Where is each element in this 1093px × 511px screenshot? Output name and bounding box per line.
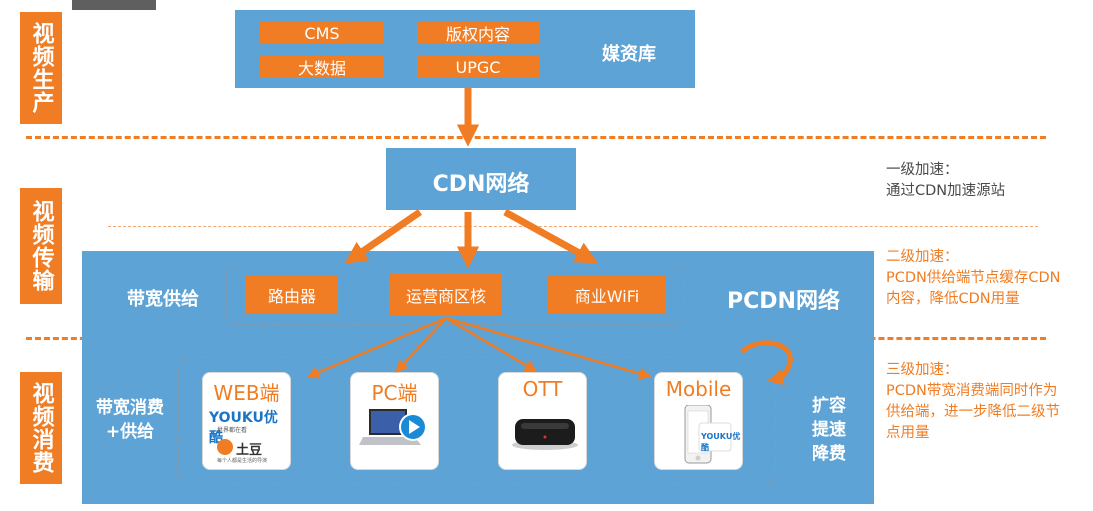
stage-label-transmission: 视频传输 bbox=[20, 188, 62, 304]
arrow-core-to-mobile bbox=[445, 316, 652, 380]
level-divider bbox=[108, 226, 1038, 227]
arrow-core-to-ott bbox=[445, 316, 538, 372]
stage-divider-1 bbox=[26, 136, 1046, 139]
media-item-cms: CMS bbox=[260, 22, 384, 44]
expansion-label: 扩容 提速 降费 bbox=[812, 394, 846, 466]
cdn-panel: CDN网络 bbox=[386, 148, 576, 210]
device-pc: PC端 bbox=[350, 372, 439, 470]
note-level1: 一级加速： 通过CDN加速源站 bbox=[886, 162, 1006, 199]
mobile-youku-logo: YOUKU优酷 bbox=[701, 432, 741, 452]
stage-label-consumption: 视频消费 bbox=[20, 372, 62, 484]
arrow-core-to-web bbox=[306, 316, 447, 379]
tudou-slogan: 每个人都是生活的导演 bbox=[217, 458, 268, 464]
bandwidth-consume-label: 带宽消费 +供给 bbox=[90, 396, 170, 444]
arrow-core-to-pc bbox=[395, 317, 447, 373]
node-router: 路由器 bbox=[246, 276, 338, 314]
media-item-copyright: 版权内容 bbox=[417, 22, 539, 44]
device-mobile: Mobile YOUKU优酷 bbox=[654, 372, 743, 470]
top-decoration-bar bbox=[72, 0, 156, 10]
tudou-icon bbox=[217, 439, 233, 455]
tudou-logo: 土豆 bbox=[236, 443, 263, 458]
device-web-label: WEB端 bbox=[213, 381, 280, 405]
media-library-panel: CMS 版权内容 大数据 UPGC 媒资库 bbox=[235, 10, 695, 88]
bandwidth-supply-label: 带宽供给 bbox=[127, 289, 199, 310]
note-level3: 三级加速： PCDN带宽消费端同时作为 供给端，进一步降低二级节 点用量 bbox=[886, 362, 1060, 441]
media-library-label: 媒资库 bbox=[602, 44, 656, 65]
expansion-line3: 降费 bbox=[812, 444, 846, 464]
device-pc-label: PC端 bbox=[371, 381, 418, 405]
consume-label-line2: +供给 bbox=[105, 422, 155, 442]
node-carrier-core: 运营商区核 bbox=[390, 274, 502, 316]
stage-label-production: 视频生产 bbox=[20, 12, 62, 124]
note-level2: 二级加速： PCDN供给端节点缓存CDN 内容，降低CDN用量 bbox=[886, 249, 1061, 307]
tv-box-icon bbox=[512, 419, 578, 450]
cdn-label: CDN网络 bbox=[432, 172, 530, 197]
consume-label-line1: 带宽消费 bbox=[96, 398, 164, 418]
consumer-device-group bbox=[178, 357, 776, 484]
loop-arrow bbox=[740, 340, 793, 386]
laptop-icon bbox=[359, 409, 427, 445]
device-mobile-label: Mobile bbox=[665, 377, 732, 401]
arrow-cdn-to-router bbox=[344, 209, 422, 264]
device-ott: OTT bbox=[498, 372, 587, 470]
media-item-upgc: UPGC bbox=[417, 56, 539, 78]
device-ott-label: OTT bbox=[522, 377, 563, 401]
phone-icon bbox=[684, 405, 732, 464]
node-business-wifi: 商业WiFi bbox=[548, 276, 666, 314]
expansion-line1: 扩容 bbox=[812, 396, 846, 416]
youku-slogan: 世界都在看 bbox=[217, 427, 248, 434]
arrow-cdn-to-wifi bbox=[503, 208, 598, 264]
media-item-bigdata: 大数据 bbox=[260, 56, 384, 78]
pcdn-label: PCDN网络 bbox=[727, 289, 840, 314]
device-web: WEB端 YOUKU优酷 世界都在看 土豆 每个人都是生活的导演 bbox=[202, 372, 291, 470]
expansion-line2: 提速 bbox=[812, 420, 846, 440]
